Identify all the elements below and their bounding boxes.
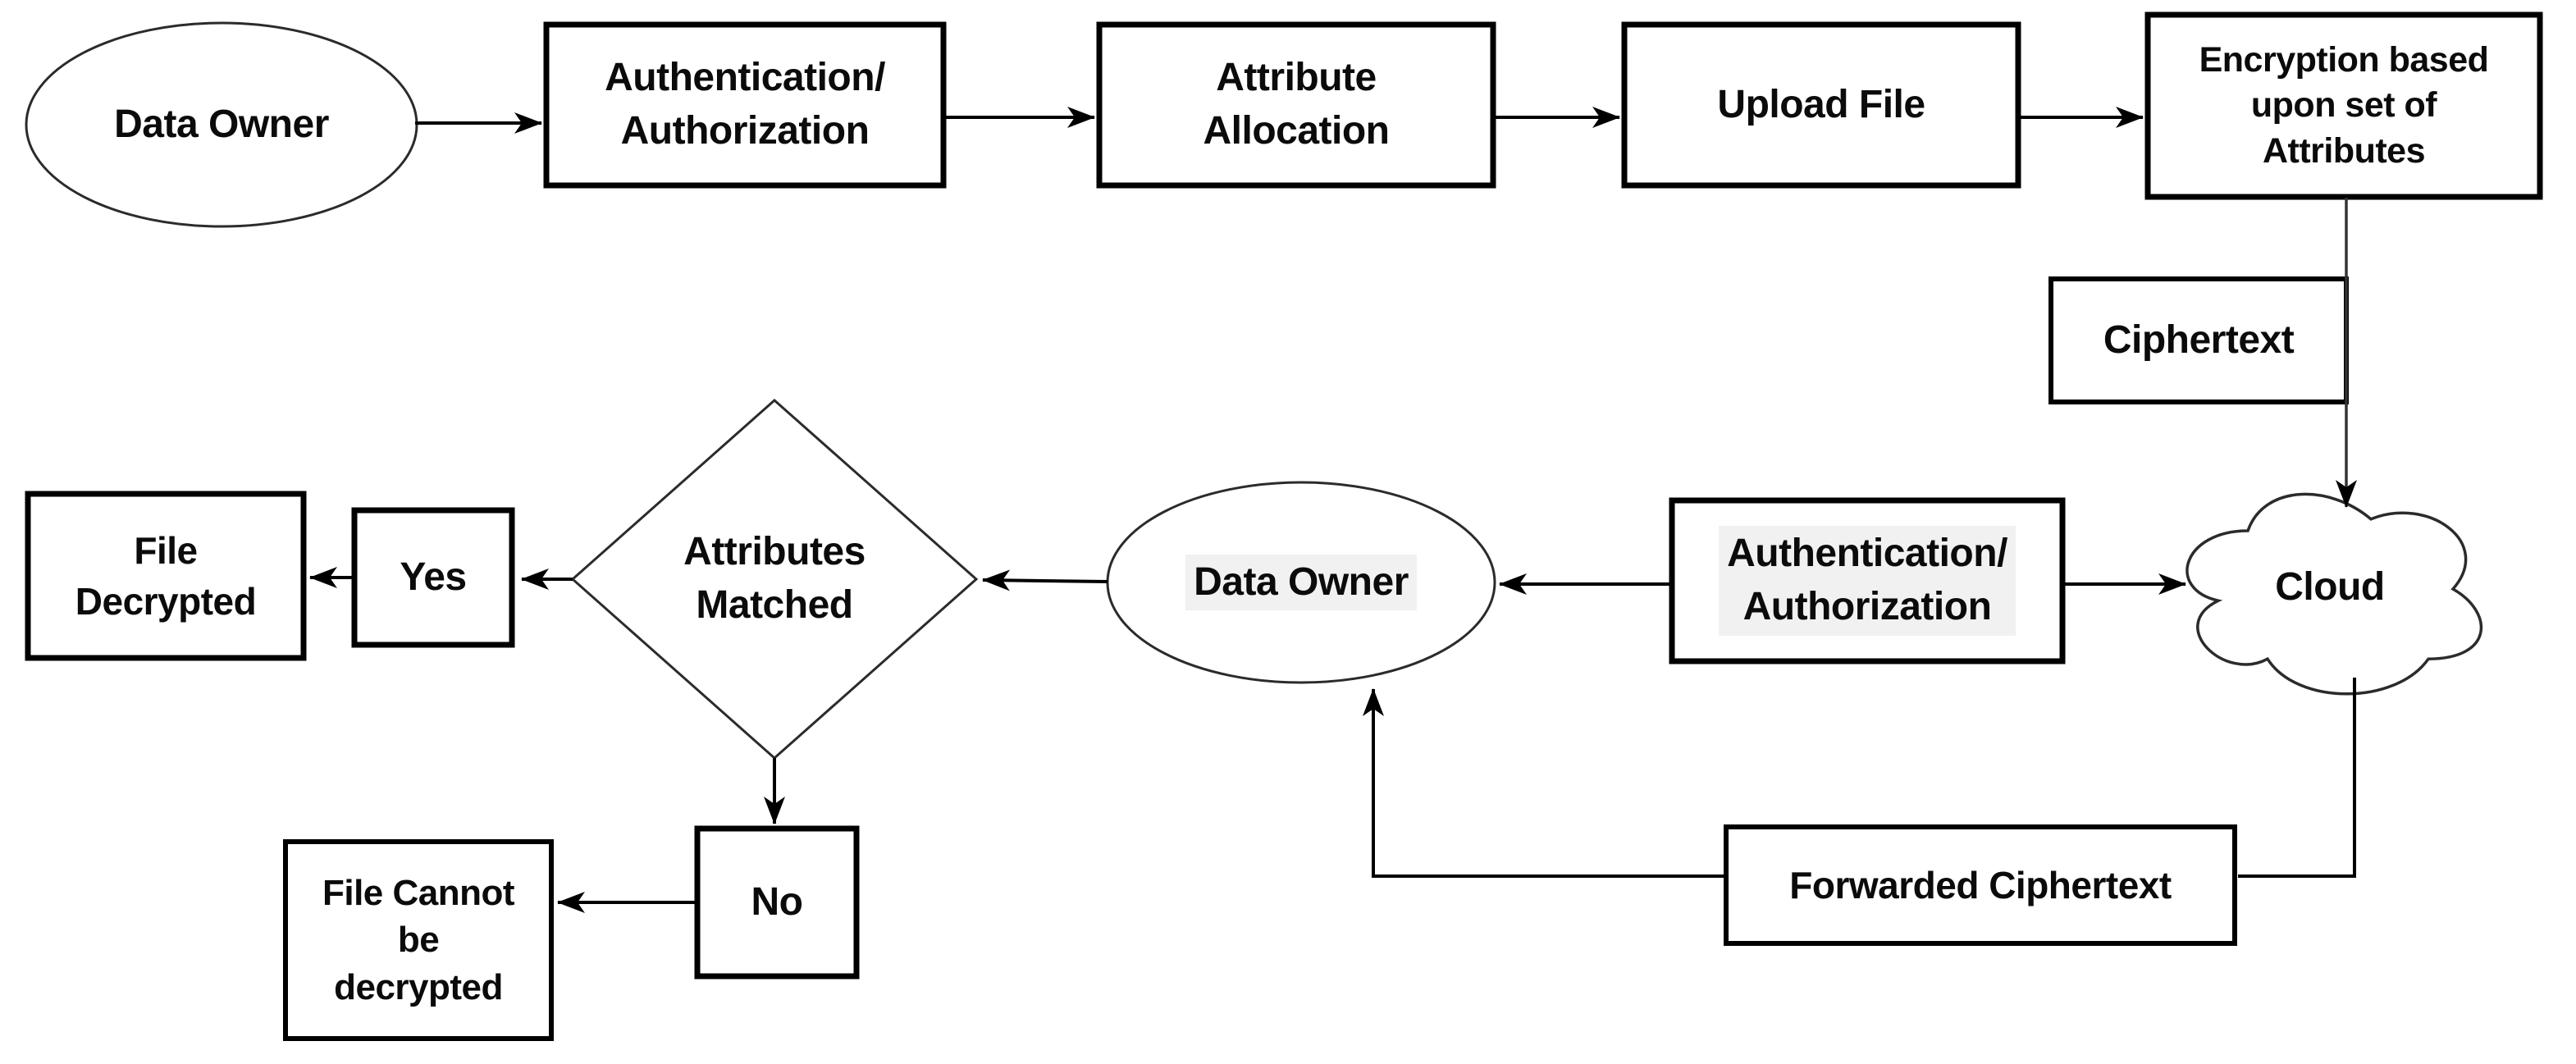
forwarded-ciphertext-box: [1724, 824, 2237, 946]
file-cannot-box: [283, 839, 554, 1041]
encryption-box: [2144, 11, 2543, 200]
edge-dataowner-to-diamond: [982, 569, 1108, 591]
ciphertext-box: [2048, 276, 2349, 404]
attributes-matched-diamond: [570, 398, 979, 760]
cloud-shape: [2185, 492, 2483, 696]
edge-forwarded-to-dataowner: [1363, 688, 1726, 878]
file-decrypted-box: [25, 491, 307, 661]
data-owner-top-ellipse: [25, 21, 418, 228]
edge-cloud-to-forwarded: [2238, 678, 2356, 878]
data-owner-mid-ellipse: [1106, 481, 1496, 684]
upload-file-box: [1621, 21, 2021, 189]
no-box: [694, 825, 860, 980]
yes-box: [351, 507, 515, 648]
auth-top-box: [543, 21, 947, 189]
attribute-allocation-box: [1096, 21, 1496, 189]
auth-mid-box: [1669, 497, 2066, 664]
